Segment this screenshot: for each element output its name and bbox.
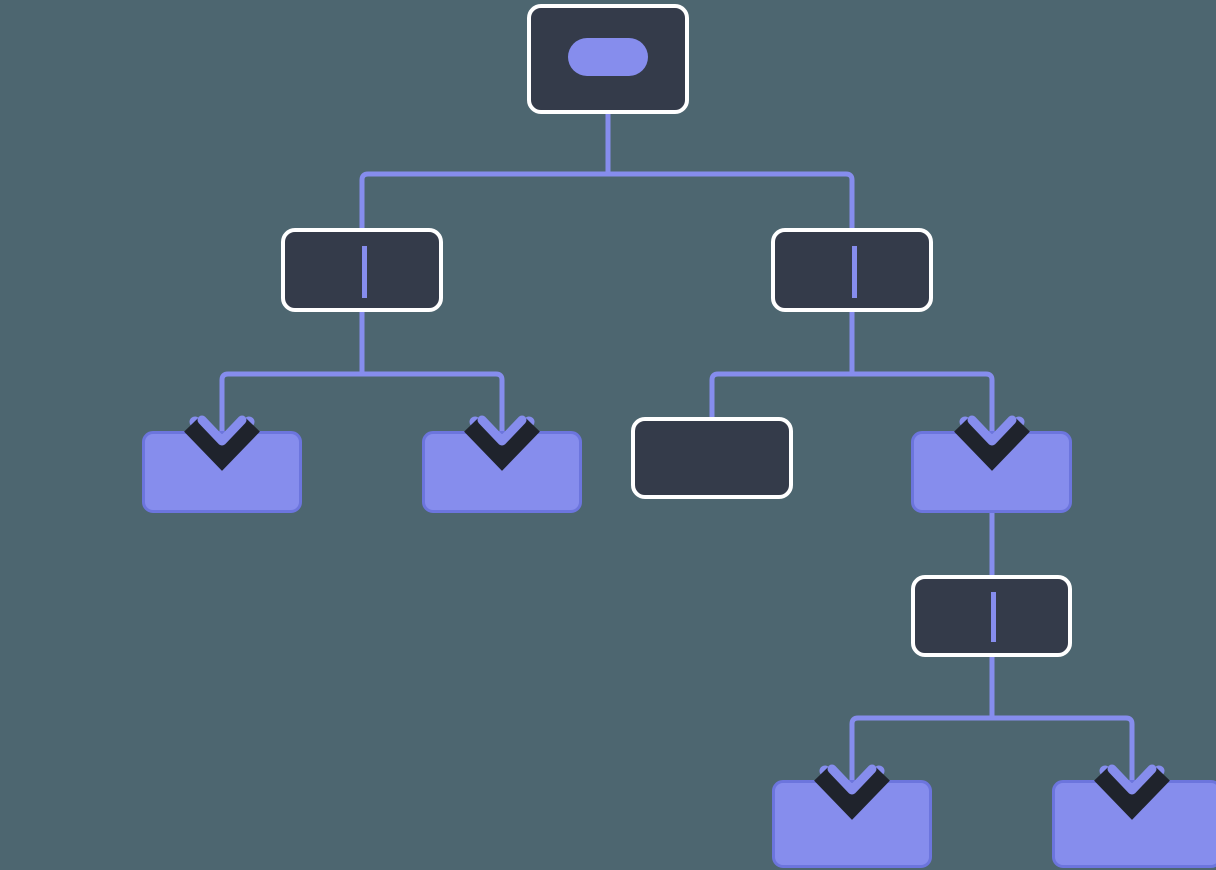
edge-level3-to-bottomA bbox=[849, 715, 992, 789]
edge-root-to-right1 bbox=[359, 171, 608, 312]
tree-node-leaf-right[interactable] bbox=[911, 431, 1072, 513]
tree-node-level3-dark[interactable] bbox=[911, 575, 1072, 657]
edge-right1-to-darkchild bbox=[709, 371, 852, 419]
edge-root-to-left1 bbox=[608, 171, 855, 312]
tree-node-level2-dark[interactable] bbox=[631, 417, 793, 499]
tree-node-level1-right[interactable] bbox=[771, 228, 933, 312]
tree-node-level1-left[interactable] bbox=[281, 228, 443, 312]
edge-left1-to-leafB bbox=[362, 371, 505, 440]
tree-node-leaf-left-a[interactable] bbox=[142, 431, 302, 513]
node-line-marker bbox=[852, 246, 857, 298]
edge-left1-to-leafA bbox=[219, 371, 362, 440]
root-pill-marker bbox=[568, 38, 648, 76]
node-line-marker bbox=[362, 246, 367, 298]
tree-node-root[interactable] bbox=[527, 4, 689, 114]
edge-right1-to-leaf bbox=[852, 371, 995, 440]
tree-node-leaf-bottom-a[interactable] bbox=[772, 780, 932, 868]
node-line-marker bbox=[991, 592, 996, 642]
tree-node-leaf-bottom-b[interactable] bbox=[1052, 780, 1216, 868]
tree-node-leaf-left-b[interactable] bbox=[422, 431, 582, 513]
edge-level3-to-bottomB bbox=[992, 715, 1135, 789]
